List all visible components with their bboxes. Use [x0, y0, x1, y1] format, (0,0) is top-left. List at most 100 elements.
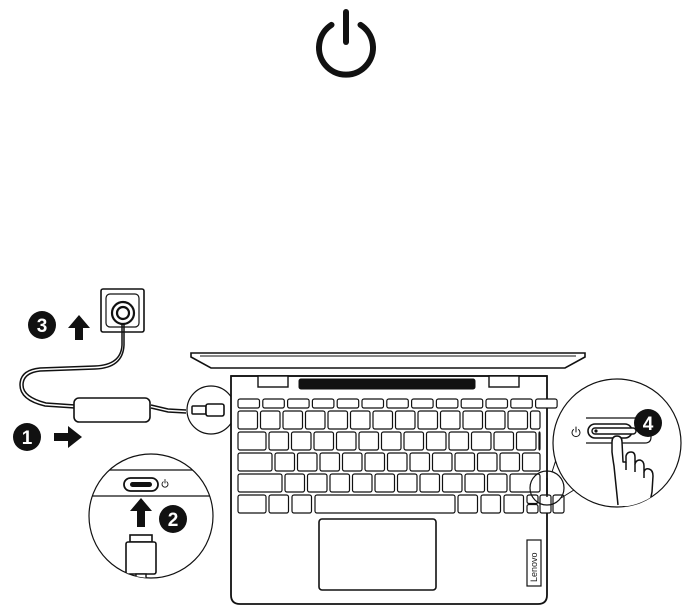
- keyboard-key: [457, 494, 479, 514]
- keyboard-key: [291, 494, 313, 514]
- keyboard-key: [425, 431, 447, 451]
- power-button-magnifier: [529, 470, 565, 506]
- keyboard-key: [361, 398, 385, 409]
- keyboard-key: [435, 398, 459, 409]
- keyboard-key: [341, 452, 363, 472]
- keyboard-key: [441, 473, 463, 493]
- keyboard-key: [237, 494, 267, 514]
- keyboard-key: [460, 398, 484, 409]
- keyboard-key: [521, 452, 541, 472]
- keyboard-key: [296, 452, 318, 472]
- keyboard-key: [313, 431, 335, 451]
- arrow-up-icon-plug: [130, 498, 152, 527]
- keyboard-key: [349, 410, 371, 430]
- keyboard-key: [515, 431, 537, 451]
- keyboard-key: [336, 398, 360, 409]
- keyboard-key: [417, 410, 439, 430]
- laptop-lid: [190, 352, 586, 369]
- keyboard-key: [484, 410, 506, 430]
- step-1-number: 1: [22, 428, 33, 449]
- keyboard-key: [287, 398, 310, 409]
- keyboard-key: [327, 410, 349, 430]
- hand-pointer-icon: [611, 435, 654, 507]
- keyboard-key: [538, 431, 541, 451]
- keyboard-key: [319, 452, 341, 472]
- keyboard-key: [237, 452, 273, 472]
- small-power-icon: [571, 426, 581, 438]
- keyboard-key: [237, 398, 261, 409]
- keyboard-key: [526, 494, 539, 505]
- keyboard-key: [411, 398, 434, 409]
- keyboard-key: [329, 473, 351, 493]
- keyboard-key: [476, 452, 498, 472]
- keyboard: [237, 398, 565, 514]
- keyboard-key: [464, 473, 486, 493]
- keyboard-key: [431, 452, 453, 472]
- keyboard-key: [386, 452, 408, 472]
- keyboard-key: [358, 431, 380, 451]
- step-2-number: 2: [168, 510, 179, 531]
- step-2-badge: 2: [159, 505, 187, 533]
- keyboard-key: [306, 473, 328, 493]
- keyboard-key: [509, 473, 541, 493]
- brand-logo-text: Lenovo: [529, 552, 539, 582]
- arrow-up-icon: [68, 315, 90, 340]
- keyboard-key: [396, 473, 418, 493]
- keyboard-key: [486, 473, 508, 493]
- keyboard-key: [311, 398, 335, 409]
- step-3-badge: 3: [28, 311, 56, 339]
- keyboard-key: [470, 431, 492, 451]
- keyboard-key: [274, 452, 296, 472]
- power-adapter: [73, 397, 151, 423]
- keyboard-key: [268, 494, 290, 514]
- keyboard-key: [237, 410, 259, 430]
- keyboard-key: [499, 452, 521, 472]
- keyboard-key: [268, 431, 290, 451]
- keyboard-key: [386, 398, 409, 409]
- keyboard-key: [529, 410, 541, 430]
- step-4-badge: 4: [634, 409, 662, 437]
- keyboard-key: [314, 494, 456, 514]
- keyboard-key: [507, 410, 529, 430]
- power-button-detail: [552, 378, 682, 508]
- keyboard-key: [480, 494, 502, 514]
- keyboard-key: [454, 452, 476, 472]
- keyboard-key: [485, 398, 509, 409]
- keyboard-key: [503, 494, 525, 514]
- step-1-badge: 1: [13, 423, 41, 451]
- power-icon: [316, 9, 376, 78]
- keyboard-key: [282, 410, 304, 430]
- keyboard-key: [364, 452, 386, 472]
- small-power-icon-port: [161, 479, 169, 488]
- keyboard-key: [237, 473, 283, 493]
- keyboard-key: [304, 410, 326, 430]
- keyboard-key: [510, 398, 533, 409]
- keyboard-key: [380, 431, 402, 451]
- step-4-number: 4: [643, 414, 654, 435]
- keyboard-key: [493, 431, 515, 451]
- keyboard-key: [335, 431, 357, 451]
- keyboard-key: [419, 473, 441, 493]
- keyboard-key: [374, 473, 396, 493]
- keyboard-key: [372, 410, 394, 430]
- keyboard-key: [259, 410, 281, 430]
- keyboard-key: [394, 410, 416, 430]
- keyboard-key: [462, 410, 484, 430]
- keyboard-key: [237, 431, 267, 451]
- keyboard-key: [284, 473, 306, 493]
- keyboard-key: [409, 452, 431, 472]
- keyboard-key: [403, 431, 425, 451]
- keyboard-key: [262, 398, 285, 409]
- keyboard-key: [526, 503, 539, 514]
- step-3-number: 3: [37, 316, 48, 337]
- keyboard-key: [534, 398, 558, 409]
- arrow-right-icon: [54, 426, 82, 448]
- keyboard-key: [448, 431, 470, 451]
- plug-magnifier: [186, 385, 236, 435]
- keyboard-key: [439, 410, 461, 430]
- keyboard-key: [290, 431, 312, 451]
- power-cable: [19, 324, 187, 414]
- keyboard-key: [351, 473, 373, 493]
